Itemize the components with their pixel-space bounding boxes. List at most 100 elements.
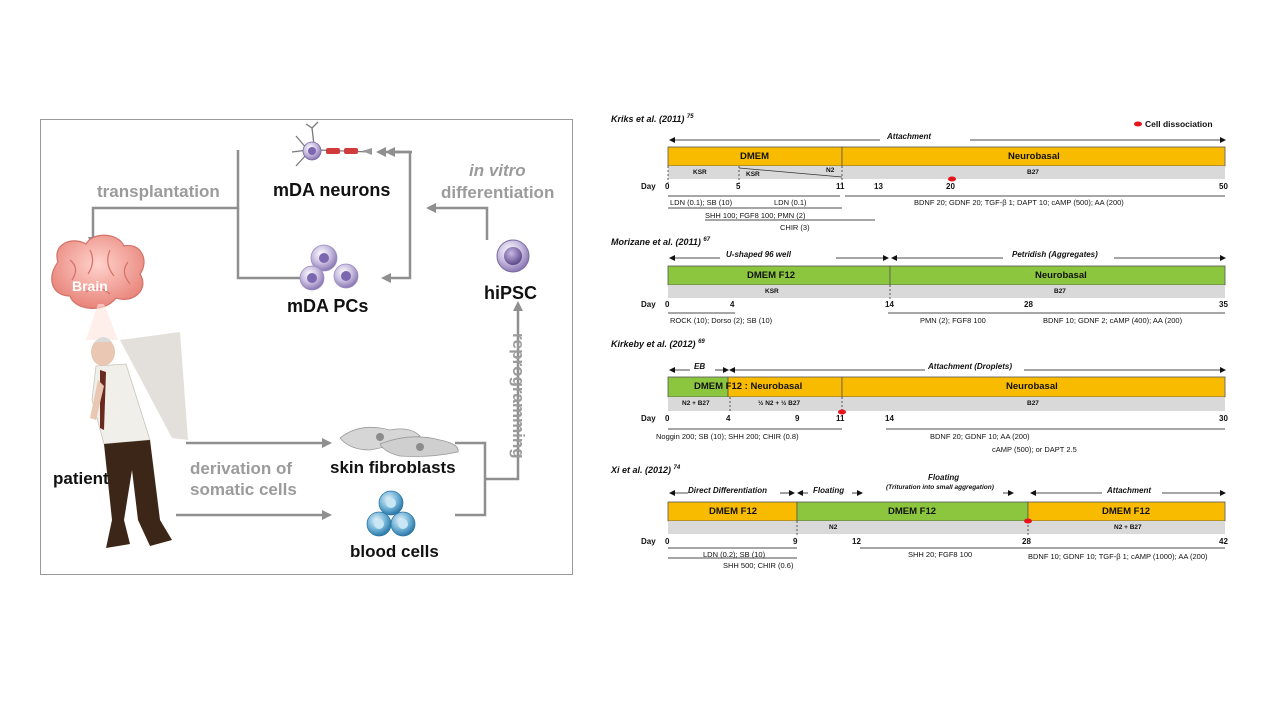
patient-figure <box>90 332 188 548</box>
p1-bar-right: Neurobasal <box>1008 151 1060 162</box>
p3-tick: 11 <box>836 414 845 423</box>
p1-sub-ksr: KSR <box>693 169 707 176</box>
p3-factor-2: BDNF 20; GDNF 10; AA (200) <box>930 432 1030 441</box>
label-blood-cells: blood cells <box>350 542 439 561</box>
p4-bar-2: DMEM F12 <box>888 506 937 517</box>
blood-cells-icon <box>366 490 416 537</box>
p2-tick: 4 <box>730 300 735 309</box>
label-mda-pcs: mDA PCs <box>287 296 369 316</box>
label-derivation-line2: somatic cells <box>190 480 297 499</box>
p4-tick: 12 <box>852 537 861 546</box>
p1-sub-ksr2: KSR <box>746 171 760 178</box>
p3-day-label: Day <box>641 414 656 423</box>
p1-tick: 11 <box>836 182 845 191</box>
label-hipsc: hiPSC <box>484 283 538 303</box>
p4-phase-4: Attachment <box>1107 486 1152 495</box>
p2-bar-right: Neurobasal <box>1035 270 1087 281</box>
skin-fibroblasts-icon <box>339 426 459 457</box>
p1-title: Kriks et al. (2011) 75 <box>611 114 694 124</box>
p2-bar-left: DMEM F12 <box>747 270 796 281</box>
p1-tick: 50 <box>1219 182 1228 191</box>
p4-day-label: Day <box>641 537 656 546</box>
p1-legend: Cell dissociation <box>1145 119 1213 129</box>
p4-tick: 0 <box>665 537 670 546</box>
p1-factor-4: CHIR (3) <box>780 223 810 232</box>
p3-bar-left: DMEM F12 : Neurobasal <box>694 381 803 392</box>
p1-day-label: Day <box>641 182 656 191</box>
p2-phase-right: Petridish (Aggregates) <box>1012 250 1098 259</box>
p3-tick: 0 <box>665 414 670 423</box>
p4-phase-3: Floating <box>928 473 960 482</box>
p2-factor-2: PMN (2); FGF8 100 <box>920 316 986 325</box>
p4-factor-3: SHH 20; FGF8 100 <box>908 550 973 559</box>
dissociation-marker-day20 <box>948 176 956 182</box>
p4-factor-2: SHH 500; CHIR (0.6) <box>723 561 794 570</box>
label-in-vitro: in vitro <box>469 161 526 180</box>
p3-factor-1: Noggin 200; SB (10); SHH 200; CHIR (0.8) <box>656 432 799 441</box>
p3-sub-3: B27 <box>1027 400 1039 407</box>
label-brain: Brain <box>72 278 108 294</box>
p2-sub-left: KSR <box>765 288 779 295</box>
label-patient: patient <box>53 469 109 488</box>
p2-factor-3: BDNF 10; GDNF 2; cAMP (400); AA (200) <box>1043 316 1183 325</box>
p4-tick: 42 <box>1219 537 1228 546</box>
p1-tick: 13 <box>874 182 883 191</box>
p1-factor-5: BDNF 20; GDNF 20; TGF-β 1; DAPT 10; cAMP… <box>914 198 1124 207</box>
p3-bar-right: Neurobasal <box>1006 381 1058 392</box>
p1-tick: 20 <box>946 182 955 191</box>
p4-phase-3b: (Trituration into small aggregation) <box>886 484 994 491</box>
p3-tick: 4 <box>726 414 731 423</box>
p2-tick: 35 <box>1219 300 1228 309</box>
p3-tick: 9 <box>795 414 800 423</box>
p4-factor-4: BDNF 10; GDNF 10; TGF-β 1; cAMP (1000); … <box>1028 552 1208 561</box>
p3-sub-1: N2 + B27 <box>682 400 710 407</box>
p3-phase-right: Attachment (Droplets) <box>928 362 1013 371</box>
dissociation-marker-day11 <box>838 409 846 415</box>
p2-sub-right: B27 <box>1054 288 1066 295</box>
mda-pcs-cells-icon <box>299 244 359 291</box>
p4-phase-2: Floating <box>813 486 845 495</box>
p1-factor-2: LDN (0.1) <box>774 198 807 207</box>
label-skin-fibroblasts: skin fibroblasts <box>330 458 456 477</box>
p2-phase-left: U-shaped 96 well <box>726 250 791 259</box>
p4-sub-2: N2 <box>829 524 838 531</box>
brain-icon <box>51 234 145 340</box>
p3-tick: 14 <box>885 414 894 423</box>
p1-tick: 5 <box>736 182 741 191</box>
p1-phase: Attachment <box>887 132 932 141</box>
p4-title: Xi et al. (2012) 74 <box>611 465 681 475</box>
label-transplantation: transplantation <box>97 182 220 201</box>
p4-phase-1: Direct Differentiation <box>688 486 767 495</box>
label-mda-neurons: mDA neurons <box>273 180 391 200</box>
label-derivation-line1: derivation of <box>190 459 293 478</box>
p4-tick: 28 <box>1022 537 1031 546</box>
hipsc-cell-icon <box>496 239 530 273</box>
p1-factor-1: LDN (0.1); SB (10) <box>670 198 733 207</box>
p4-sub-3: N2 + B27 <box>1114 524 1142 531</box>
p2-tick: 28 <box>1024 300 1033 309</box>
p1-bar-left: DMEM <box>740 151 770 162</box>
label-differentiation: differentiation <box>441 183 555 202</box>
p1-tick: 0 <box>665 182 670 191</box>
p2-title: Morizane et al. (2011) 67 <box>611 237 711 247</box>
p2-factor-1: ROCK (10); Dorso (2); SB (10) <box>670 316 773 325</box>
dissociation-marker-day28 <box>1024 518 1032 524</box>
p2-tick: 0 <box>665 300 670 309</box>
p3-phase-left: EB <box>694 362 706 371</box>
p4-factor-1: LDN (0.2); SB (10) <box>703 550 766 559</box>
p4-tick: 9 <box>793 537 798 546</box>
p4-bar-3: DMEM F12 <box>1102 506 1151 517</box>
p2-day-label: Day <box>641 300 656 309</box>
p2-tick: 14 <box>885 300 894 309</box>
p3-sub-2: ½ N2 + ½ B27 <box>758 400 801 407</box>
dissociation-legend-marker <box>1134 121 1142 127</box>
p1-sub-b27: B27 <box>1027 169 1039 176</box>
band-supplements <box>668 166 1225 179</box>
p3-title: Kirkeby et al. (2012) 69 <box>611 339 705 349</box>
p3-factor-3: cAMP (500); or DAPT 2.5 <box>992 445 1077 454</box>
p1-sub-n2: N2 <box>826 167 835 174</box>
p3-tick: 30 <box>1219 414 1228 423</box>
neuron-icon <box>291 121 372 167</box>
